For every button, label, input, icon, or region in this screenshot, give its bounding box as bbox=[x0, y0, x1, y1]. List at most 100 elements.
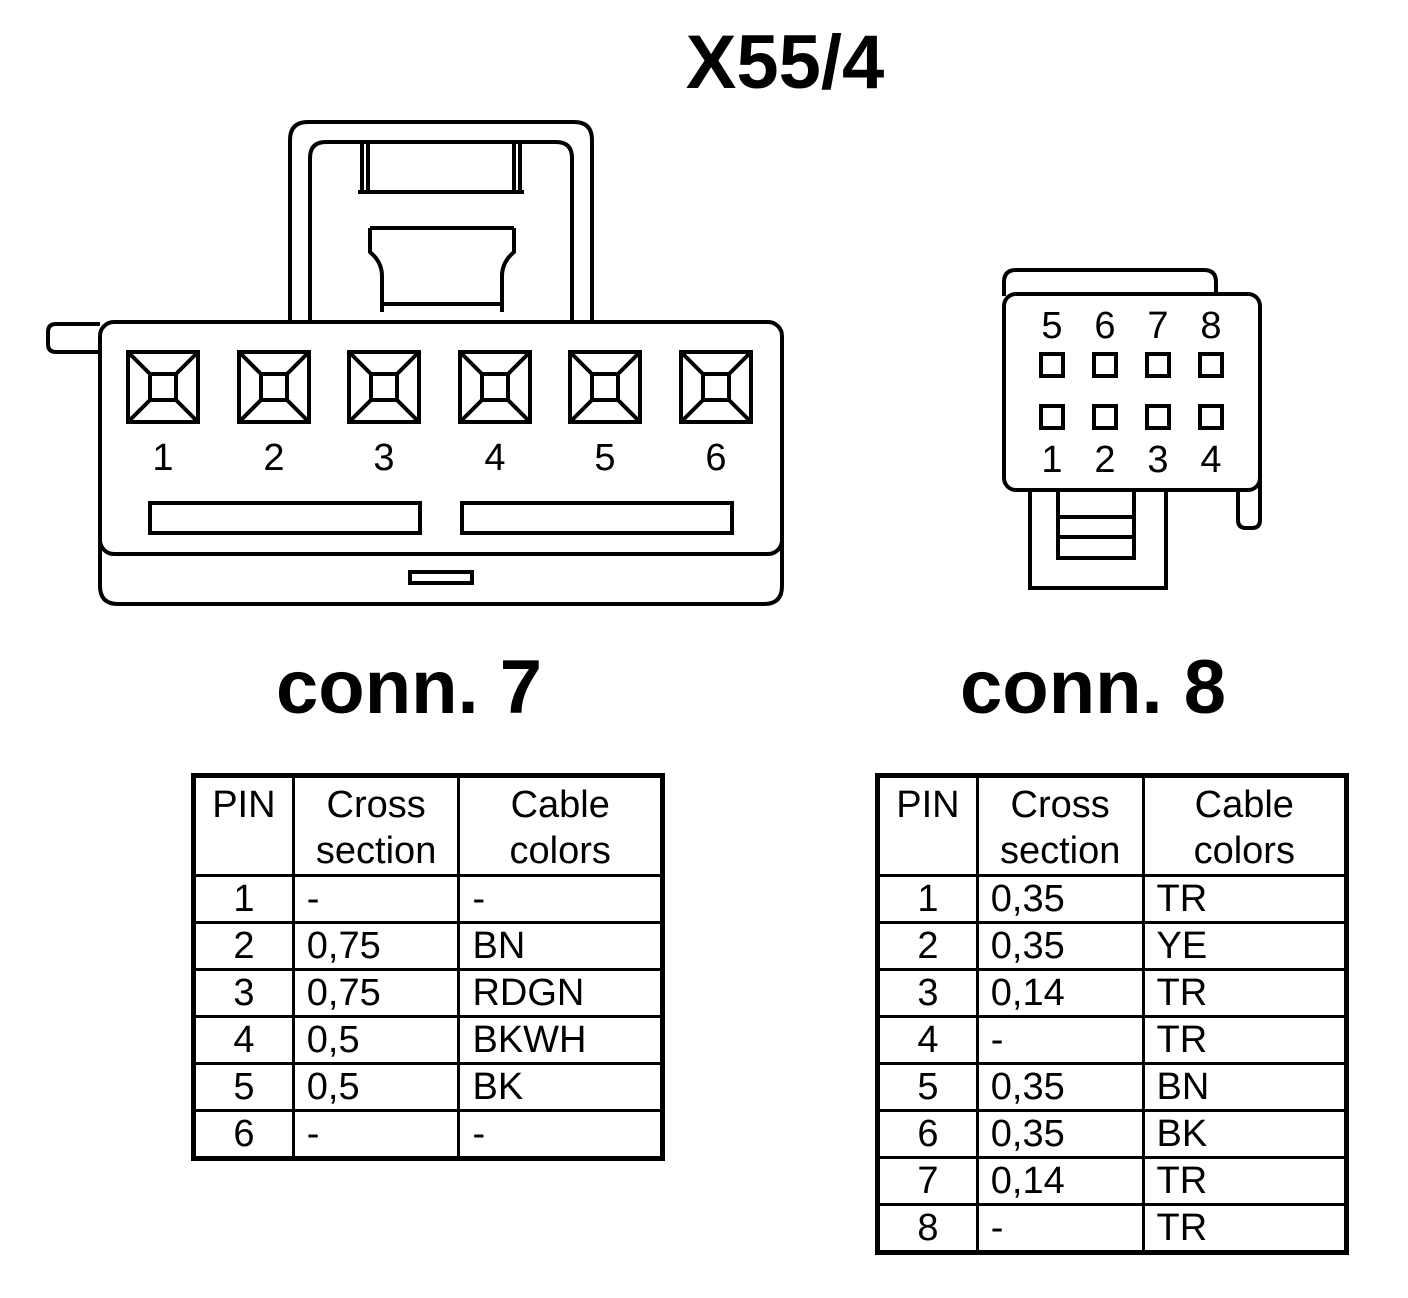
cable-color-cell: TR bbox=[1141, 874, 1349, 924]
pin-number: 6 bbox=[705, 437, 726, 479]
pin-cavity bbox=[1039, 404, 1065, 430]
pin-number: 5 bbox=[1041, 305, 1062, 347]
pin-number: 3 bbox=[1147, 439, 1168, 481]
cross-section-cell: 0,35 bbox=[975, 1062, 1145, 1112]
cable-color-cell: TR bbox=[1141, 968, 1349, 1018]
pin-number: 3 bbox=[373, 437, 394, 479]
cross-section-cell: 0,14 bbox=[975, 1156, 1145, 1206]
cross-section-cell: 0,35 bbox=[975, 1109, 1145, 1159]
pin-cell: 6 bbox=[192, 1109, 295, 1160]
pin-cavity bbox=[1145, 404, 1171, 430]
pin-header: PIN bbox=[192, 774, 295, 877]
pin-cell: 4 bbox=[876, 1015, 979, 1065]
cable-color-cell: RDGN bbox=[457, 968, 664, 1018]
table-row: 6-- bbox=[192, 1109, 664, 1160]
pin-cell: 3 bbox=[876, 968, 979, 1018]
pin-cell: 7 bbox=[876, 1156, 979, 1206]
pin-cavity bbox=[1145, 352, 1171, 378]
cable-color-cell: - bbox=[457, 874, 664, 924]
pin-number: 4 bbox=[484, 437, 505, 479]
pin-cavity bbox=[1092, 352, 1118, 378]
pin-cavity bbox=[568, 350, 642, 424]
cable-color-cell: BKWH bbox=[457, 1015, 664, 1065]
pin-cell: 2 bbox=[192, 921, 295, 971]
pin-number: 1 bbox=[152, 437, 173, 479]
pin-cell: 1 bbox=[876, 874, 979, 924]
pin-cell: 2 bbox=[876, 921, 979, 971]
pin-cavity bbox=[1198, 404, 1224, 430]
cable-color-cell: BK bbox=[1141, 1109, 1349, 1159]
pin-number: 2 bbox=[263, 437, 284, 479]
cross-section-cell: 0,5 bbox=[291, 1062, 461, 1112]
pin-cavity bbox=[458, 350, 532, 424]
pin-cell: 4 bbox=[192, 1015, 295, 1065]
table-row: 1-- bbox=[192, 874, 664, 924]
pin-cavity bbox=[126, 350, 200, 424]
pin-cell: 5 bbox=[876, 1062, 979, 1112]
pin-number: 2 bbox=[1094, 439, 1115, 481]
cable-color-cell: BK bbox=[457, 1062, 664, 1112]
cable-color-cell: TR bbox=[1141, 1203, 1349, 1254]
pin-number: 8 bbox=[1200, 305, 1221, 347]
pin-cell: 1 bbox=[192, 874, 295, 924]
pin-cavity bbox=[237, 350, 311, 424]
cable-color-cell: TR bbox=[1141, 1156, 1349, 1206]
pin-number: 6 bbox=[1094, 305, 1115, 347]
table-row: 8-TR bbox=[876, 1203, 1349, 1254]
cable-color-cell: YE bbox=[1141, 921, 1349, 971]
pin-cell: 3 bbox=[192, 968, 295, 1018]
connector-7-pin-cavities: 1 2 3 4 5 6 bbox=[126, 350, 753, 479]
pin-header: PIN bbox=[876, 774, 979, 877]
cross-section-cell: 0,75 bbox=[291, 921, 461, 971]
pin-number: 4 bbox=[1200, 439, 1221, 481]
connector-8-label: conn. 8 bbox=[960, 645, 1227, 730]
cross-section-cell: 0,35 bbox=[975, 874, 1145, 924]
cable-color-cell: TR bbox=[1141, 1015, 1349, 1065]
connector-7-label: conn. 7 bbox=[276, 645, 543, 730]
pin-cavity bbox=[679, 350, 753, 424]
cable-color-cell: BN bbox=[1141, 1062, 1349, 1112]
cross-section-cell: - bbox=[291, 874, 461, 924]
cross-section-cell: 0,35 bbox=[975, 921, 1145, 971]
cross-section-cell: 0,5 bbox=[291, 1015, 461, 1065]
pin-cavity bbox=[1092, 404, 1118, 430]
cross-section-cell: - bbox=[291, 1109, 461, 1160]
table-row: 4-TR bbox=[876, 1015, 1349, 1065]
connector-8-drawing bbox=[1002, 268, 1262, 590]
pin-cavity bbox=[347, 350, 421, 424]
pin-cavity bbox=[1198, 352, 1224, 378]
diagram-title: X55/4 bbox=[685, 20, 885, 105]
pin-cell: 6 bbox=[876, 1109, 979, 1159]
cable-color-cell: - bbox=[457, 1109, 664, 1160]
cross-section-cell: - bbox=[975, 1015, 1145, 1065]
pin-cell: 8 bbox=[876, 1203, 979, 1254]
cross-section-cell: 0,14 bbox=[975, 968, 1145, 1018]
pin-number: 5 bbox=[594, 437, 615, 479]
pin-cavity bbox=[1039, 352, 1065, 378]
cross-section-cell: 0,75 bbox=[291, 968, 461, 1018]
pin-cell: 5 bbox=[192, 1062, 295, 1112]
pin-number: 7 bbox=[1147, 305, 1168, 347]
cable-color-cell: BN bbox=[457, 921, 664, 971]
